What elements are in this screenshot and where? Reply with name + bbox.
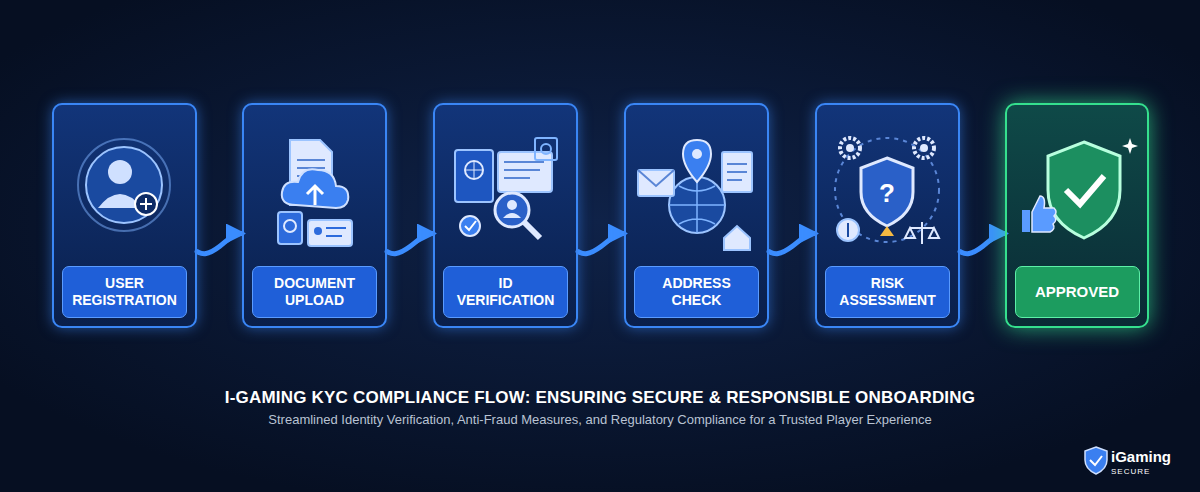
flow-arrow bbox=[197, 234, 242, 254]
step-label: ID VERIFICATION bbox=[443, 266, 568, 318]
flow-arrow bbox=[769, 234, 815, 254]
step-label: ADDRESS CHECK bbox=[634, 266, 759, 318]
id-verification-icon bbox=[455, 138, 557, 238]
approved-icon bbox=[1022, 138, 1138, 238]
user-icon bbox=[78, 139, 170, 231]
step-label: APPROVED bbox=[1015, 266, 1140, 318]
process-box: USER REGISTRATION bbox=[52, 103, 197, 328]
diagram-title: I-GAMING KYC COMPLIANCE FLOW: ENSURING S… bbox=[0, 388, 1200, 408]
diagram-caption: Streamlined Identity Verification, Anti-… bbox=[0, 412, 1200, 427]
document-upload-icon bbox=[278, 140, 352, 246]
flow-arrow bbox=[387, 234, 433, 254]
process-box: DOCUMENT UPLOAD bbox=[242, 103, 387, 328]
step-label: DOCUMENT UPLOAD bbox=[252, 266, 377, 318]
process-box: RISK ASSESSMENT bbox=[815, 103, 960, 328]
process-box: ADDRESS CHECK bbox=[624, 103, 769, 328]
flow-arrow bbox=[578, 234, 624, 254]
flow-arrow bbox=[960, 234, 1005, 254]
step-label: USER REGISTRATION bbox=[62, 266, 187, 318]
process-box: ID VERIFICATION bbox=[433, 103, 578, 328]
logo-shield bbox=[1085, 447, 1107, 474]
logo-tagline: SECURE bbox=[1111, 467, 1150, 476]
address-check-icon bbox=[638, 140, 752, 250]
svg-text:?: ? bbox=[879, 178, 895, 208]
approved-box: APPROVED bbox=[1005, 103, 1149, 328]
logo-name: iGaming bbox=[1111, 448, 1171, 465]
risk-assessment-icon: ? bbox=[835, 138, 939, 244]
step-label: RISK ASSESSMENT bbox=[825, 266, 950, 318]
